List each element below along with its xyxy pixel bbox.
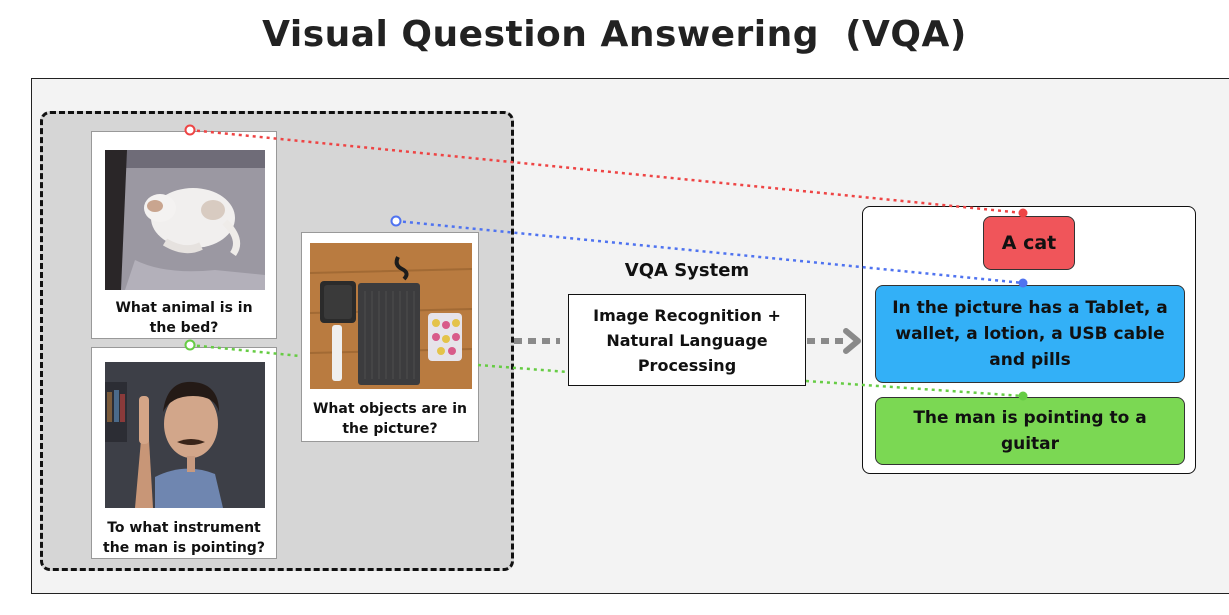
man-photo <box>105 362 265 508</box>
card-objects: What objects are in the picture? <box>301 232 479 442</box>
cat-illustration <box>105 150 265 290</box>
answers-group: A cat In the picture has a Tablet, a wal… <box>862 206 1196 474</box>
blue-connector <box>390 215 1028 288</box>
output-arrow <box>807 328 861 354</box>
card-man: To what instrument the man is pointing? <box>91 347 277 559</box>
answer-cat: A cat <box>983 216 1075 270</box>
answer-cat-text: A cat <box>1001 232 1057 254</box>
question-objects: What objects are in the picture? <box>312 401 468 437</box>
page-title: Visual Question Answering (VQA) <box>262 14 967 55</box>
system-box-text: Image Recognition + Natural Language Pro… <box>593 305 781 375</box>
card-cat: What animal is in the bed? <box>91 131 277 339</box>
answer-objects-text: In the picture has a Tablet, a wallet, a… <box>892 298 1168 370</box>
system-label: VQA System <box>624 260 750 281</box>
red-connector <box>184 124 1028 218</box>
man-illustration <box>105 362 265 508</box>
cat-photo <box>105 150 265 290</box>
answer-man-text: The man is pointing to a guitar <box>913 408 1147 454</box>
answer-objects: In the picture has a Tablet, a wallet, a… <box>875 285 1185 383</box>
question-cat: What animal is in the bed? <box>115 300 253 336</box>
answer-man: The man is pointing to a guitar <box>875 397 1185 465</box>
objects-illustration <box>310 243 472 389</box>
system-box: Image Recognition + Natural Language Pro… <box>568 294 806 386</box>
green-connector <box>184 339 1028 401</box>
question-man: To what instrument the man is pointing? <box>103 520 265 556</box>
objects-photo <box>310 243 472 389</box>
